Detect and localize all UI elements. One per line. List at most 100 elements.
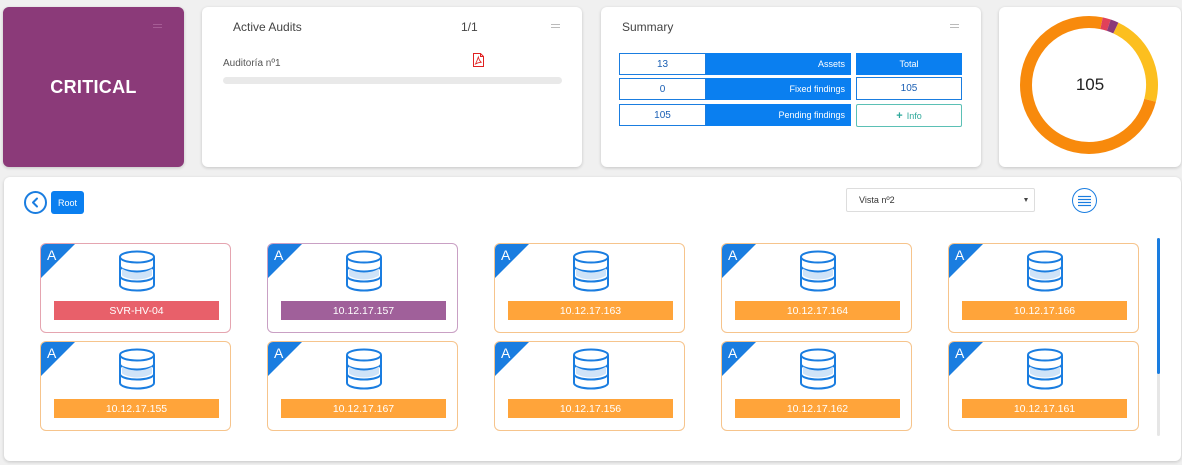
database-icon (573, 250, 609, 292)
database-icon-wrap (798, 348, 838, 395)
audit-name[interactable]: Auditoría nº1 (223, 58, 281, 69)
minimize-icon[interactable] (551, 24, 560, 28)
asset-tile[interactable]: A 10.12.17.166 (948, 243, 1139, 333)
asset-tile[interactable]: A 10.12.17.162 (721, 341, 912, 431)
asset-type-letter: A (47, 247, 57, 263)
root-button[interactable]: Root (51, 191, 84, 214)
active-audits-title: Active Audits (233, 20, 302, 34)
asset-type-letter: A (274, 247, 284, 263)
donut-segment-red[interactable] (1100, 17, 1111, 31)
database-icon (119, 348, 155, 390)
total-value: 105 (856, 77, 962, 100)
database-icon (573, 348, 609, 390)
asset-tile[interactable]: A 10.12.17.161 (948, 341, 1139, 431)
database-icon-wrap (117, 250, 157, 297)
fixed-findings-count: 0 (619, 78, 706, 100)
asset-type-corner (949, 342, 983, 376)
asset-name-label: 10.12.17.155 (54, 399, 219, 418)
asset-name-label: 10.12.17.166 (962, 301, 1127, 320)
asset-type-letter: A (47, 345, 57, 361)
total-header: Total (856, 53, 962, 75)
asset-tile[interactable]: A 10.12.17.167 (267, 341, 458, 431)
asset-name-label: 10.12.17.167 (281, 399, 446, 418)
database-icon-wrap (571, 348, 611, 395)
database-icon (119, 250, 155, 292)
info-button[interactable]: + Info (856, 104, 962, 127)
asset-name-label: SVR-HV-04 (54, 301, 219, 320)
database-icon-wrap (798, 250, 838, 297)
asset-name-label: 10.12.17.164 (735, 301, 900, 320)
database-icon (1027, 250, 1063, 292)
fixed-findings-label: Fixed findings (706, 78, 851, 100)
asset-type-corner (268, 244, 302, 278)
findings-donut-chart[interactable] (999, 7, 1181, 167)
summary-row-fixed: 0 Fixed findings (619, 78, 851, 100)
asset-tile[interactable]: A 10.12.17.164 (721, 243, 912, 333)
donut-segment-yellow[interactable] (1113, 22, 1158, 102)
asset-name-label: 10.12.17.163 (508, 301, 673, 320)
asset-tile[interactable]: A 10.12.17.157 (267, 243, 458, 333)
vertical-scrollbar[interactable] (1157, 238, 1160, 436)
asset-name-label: 10.12.17.161 (962, 399, 1127, 418)
severity-label: CRITICAL (50, 76, 137, 97)
asset-tile[interactable]: A 10.12.17.156 (494, 341, 685, 431)
severity-card: CRITICAL (3, 7, 184, 167)
asset-name-label: 10.12.17.162 (735, 399, 900, 418)
donut-total: 105 (1075, 75, 1105, 94)
minimize-icon[interactable] (950, 24, 959, 28)
database-icon-wrap (1025, 348, 1065, 395)
summary-row-pending: 105 Pending findings (619, 104, 851, 126)
scrollbar-thumb[interactable] (1157, 238, 1160, 374)
asset-type-corner (41, 342, 75, 376)
asset-type-letter: A (501, 345, 511, 361)
database-icon-wrap (344, 348, 384, 395)
asset-tile[interactable]: A 10.12.17.163 (494, 243, 685, 333)
view-select[interactable]: Vista nº2 (846, 188, 1035, 212)
audit-progress-bar (223, 77, 562, 84)
asset-type-letter: A (728, 247, 738, 263)
database-icon (800, 348, 836, 390)
summary-row-assets: 13 Assets (619, 53, 851, 75)
pending-findings-count: 105 (619, 104, 706, 126)
asset-tile[interactable]: A SVR-HV-04 (40, 243, 231, 333)
donut-segment-orange[interactable] (1020, 16, 1156, 154)
caret-down-icon (1024, 198, 1028, 202)
asset-type-corner (495, 342, 529, 376)
asset-type-corner (268, 342, 302, 376)
asset-type-corner (949, 244, 983, 278)
asset-type-letter: A (728, 345, 738, 361)
pdf-icon[interactable] (472, 53, 485, 67)
asset-type-letter: A (955, 247, 965, 263)
chevron-left-icon (32, 197, 38, 208)
assets-label: Assets (706, 53, 851, 75)
database-icon-wrap (117, 348, 157, 395)
asset-type-letter: A (955, 345, 965, 361)
database-icon (346, 250, 382, 292)
asset-type-corner (722, 342, 756, 376)
asset-type-corner (722, 244, 756, 278)
asset-name-label: 10.12.17.157 (281, 301, 446, 320)
summary-title: Summary (622, 20, 674, 34)
pending-findings-label: Pending findings (706, 104, 851, 126)
database-icon-wrap (1025, 250, 1065, 297)
asset-tile[interactable]: A 10.12.17.155 (40, 341, 231, 431)
database-icon (346, 348, 382, 390)
minimize-icon[interactable] (153, 24, 162, 28)
list-icon (1078, 195, 1091, 206)
list-menu-button[interactable] (1072, 188, 1097, 213)
donut-segment-purple[interactable] (1106, 19, 1119, 34)
database-icon-wrap (571, 250, 611, 297)
summary-card: Summary 13 Assets 0 Fixed findings 105 P… (601, 7, 981, 167)
findings-donut-card: 105 (999, 7, 1181, 167)
asset-type-corner (495, 244, 529, 278)
asset-name-label: 10.12.17.156 (508, 399, 673, 418)
database-icon (1027, 348, 1063, 390)
view-select-value: Vista nº2 (859, 195, 895, 205)
database-icon-wrap (344, 250, 384, 297)
asset-type-corner (41, 244, 75, 278)
back-button[interactable] (24, 191, 47, 214)
asset-type-letter: A (501, 247, 511, 263)
asset-type-letter: A (274, 345, 284, 361)
database-icon (800, 250, 836, 292)
